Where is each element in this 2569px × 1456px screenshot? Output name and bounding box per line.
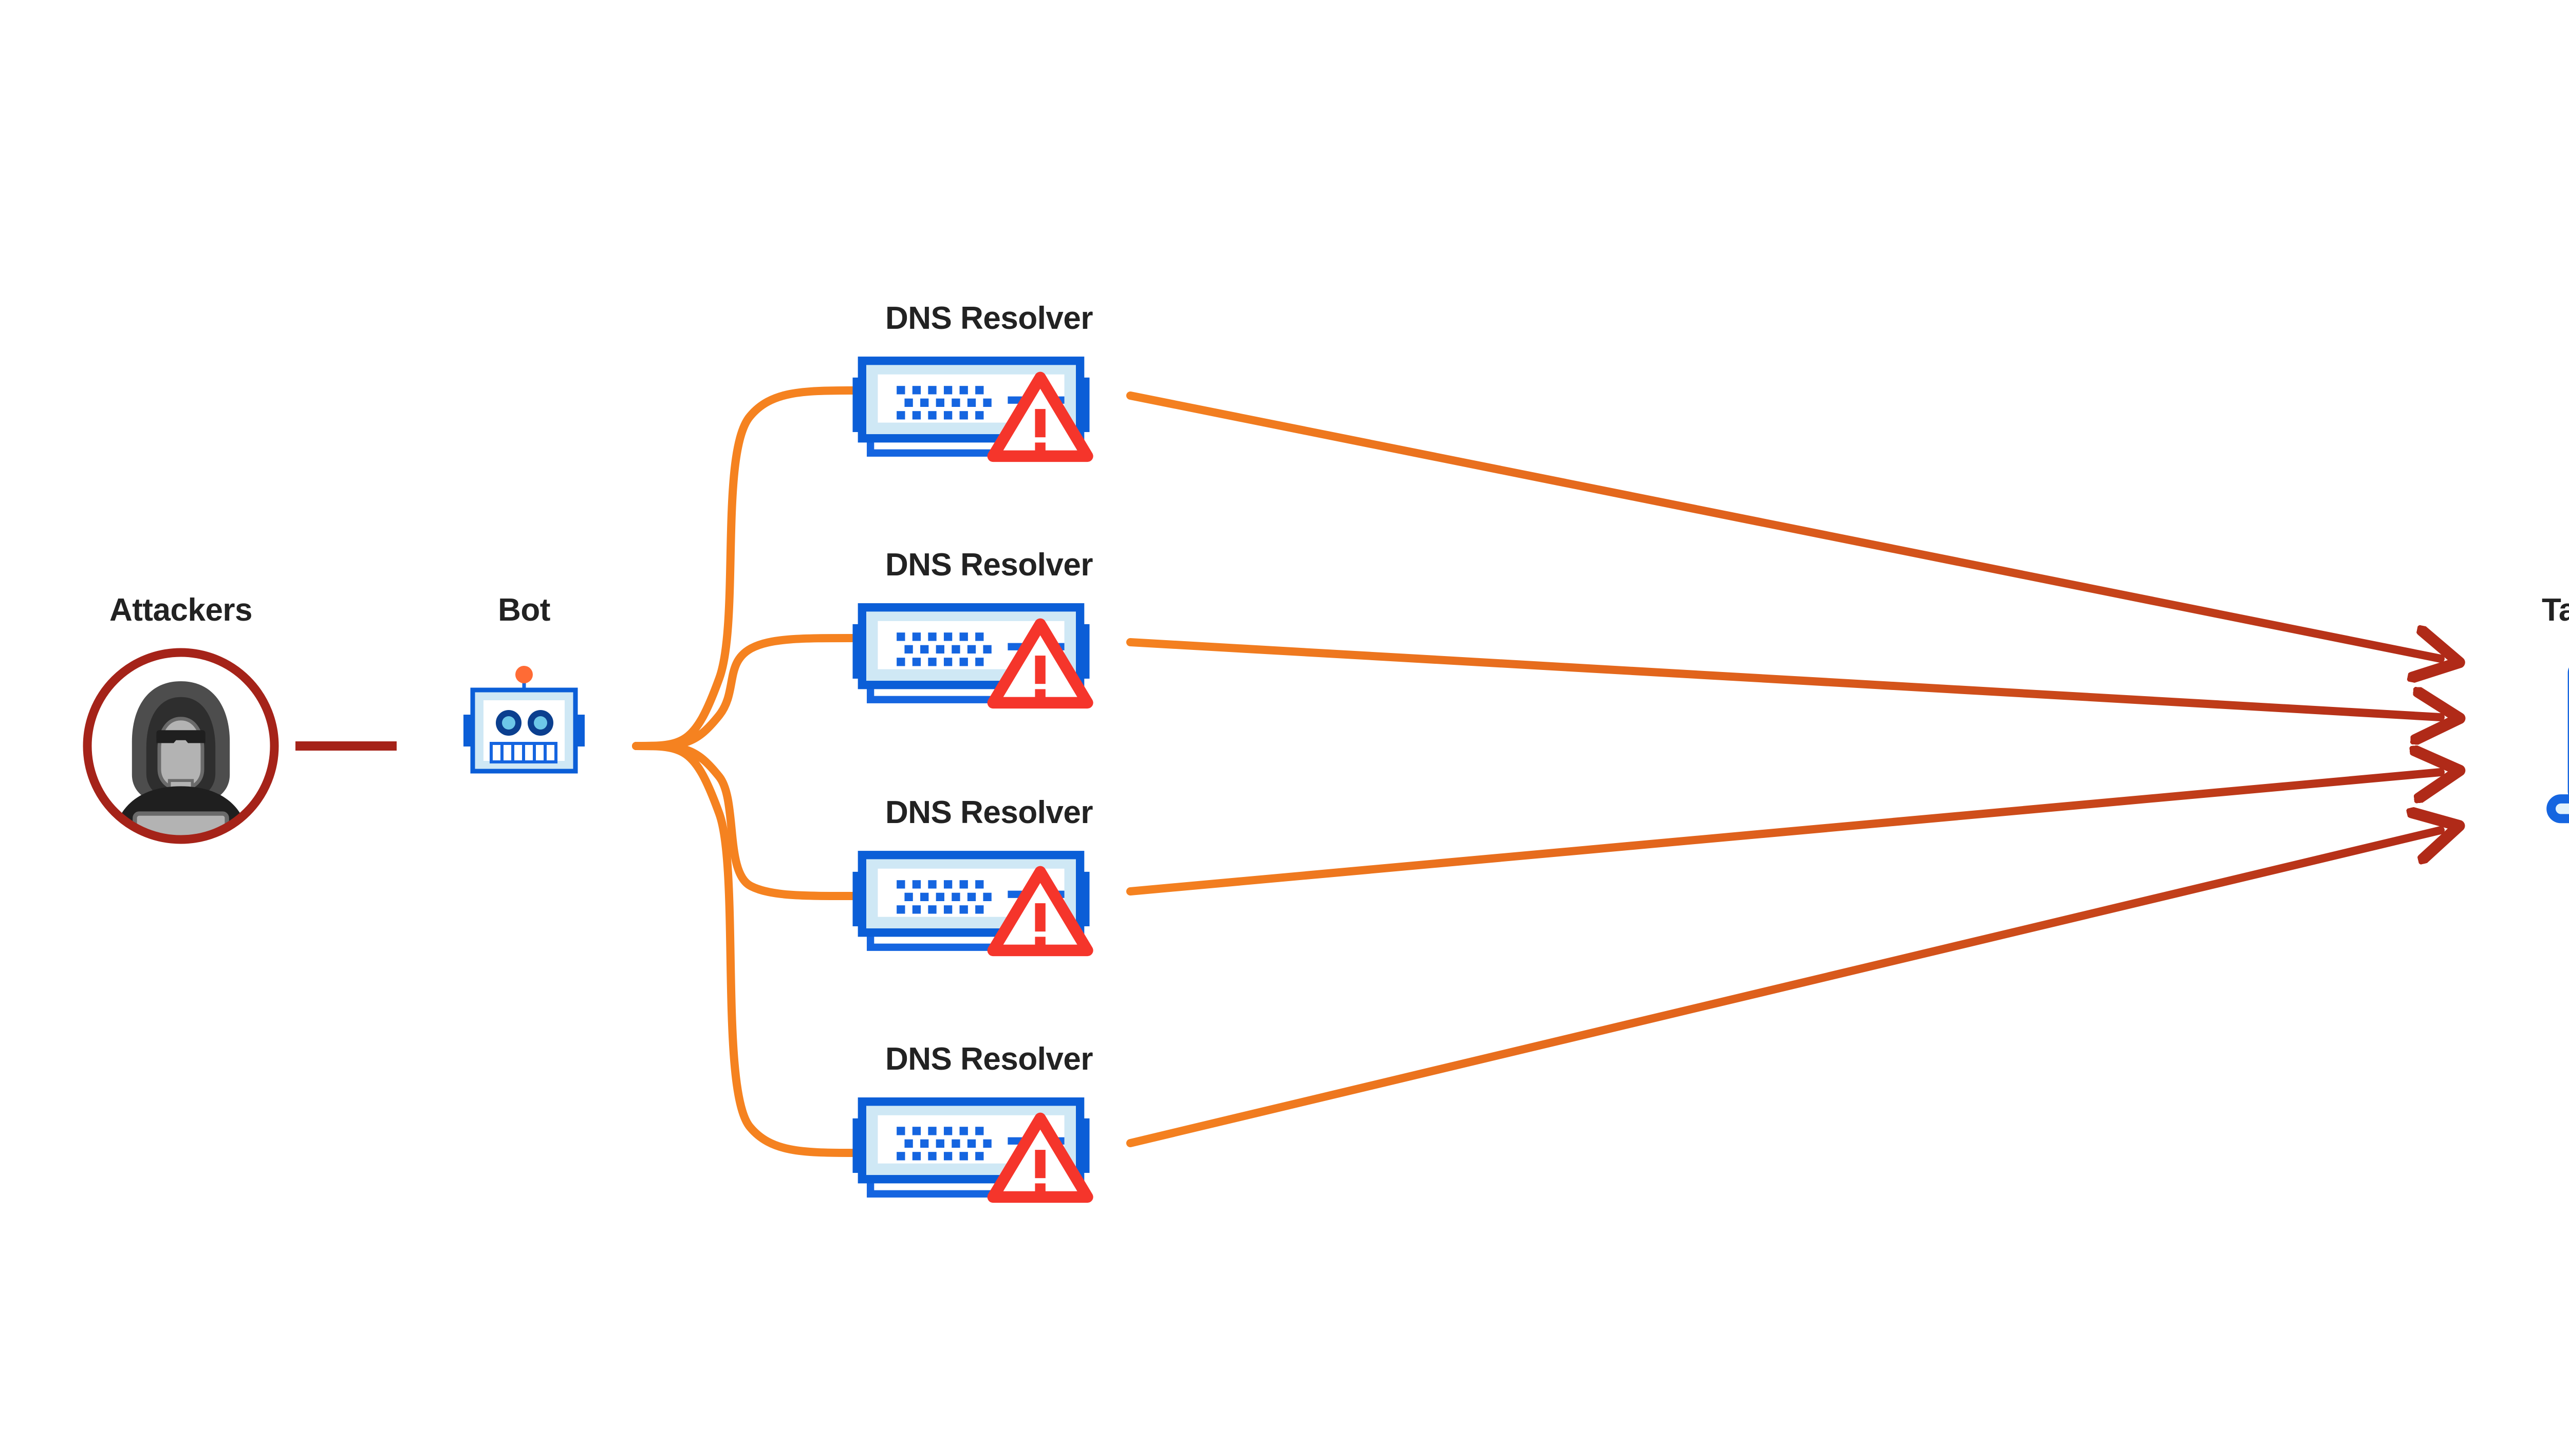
node-targeted-victim[interactable]: Targeted Victim	[2542, 592, 2569, 818]
node-dns-resolver-4[interactable]: DNS Resolver	[852, 1041, 1093, 1197]
attack-arrow-2	[1126, 638, 2441, 717]
dns-server-icon-2	[852, 607, 1089, 703]
dns-server-icon-3	[852, 855, 1089, 950]
node-dns-resolver-2[interactable]: DNS Resolver	[852, 547, 1093, 703]
attackers-label: Attackers	[109, 592, 252, 628]
targeted-victim-label: Targeted Victim	[2542, 592, 2569, 628]
resolver-to-victim-attack-arrows	[1126, 391, 2441, 1147]
bot-resolver-link-1	[632, 386, 857, 750]
node-attackers[interactable]: Attackers	[83, 592, 279, 861]
dns-server-icon-4	[852, 1102, 1089, 1197]
dns-server-icon-1	[852, 361, 1089, 456]
bot-resolver-link-2	[632, 634, 857, 750]
attack-arrow-4	[1126, 830, 2441, 1147]
bot-resolver-link-3	[632, 742, 857, 900]
dns-resolver-label-2: DNS Resolver	[885, 547, 1093, 583]
attack-arrow-3	[1126, 772, 2441, 895]
attack-arrow-1	[1126, 391, 2441, 659]
hacker-in-circle-icon	[83, 648, 279, 844]
bot-resolver-link-4	[632, 742, 857, 1157]
node-bot[interactable]: Bot	[463, 592, 585, 771]
bot-to-resolver-links	[632, 386, 857, 1157]
dns-resolver-label-3: DNS Resolver	[885, 795, 1093, 830]
node-dns-resolver-1[interactable]: DNS Resolver	[852, 301, 1093, 456]
node-dns-resolver-3[interactable]: DNS Resolver	[852, 795, 1093, 950]
dns-resolver-label-4: DNS Resolver	[885, 1041, 1093, 1077]
dns-resolver-label-1: DNS Resolver	[885, 301, 1093, 336]
bot-label: Bot	[498, 592, 550, 628]
